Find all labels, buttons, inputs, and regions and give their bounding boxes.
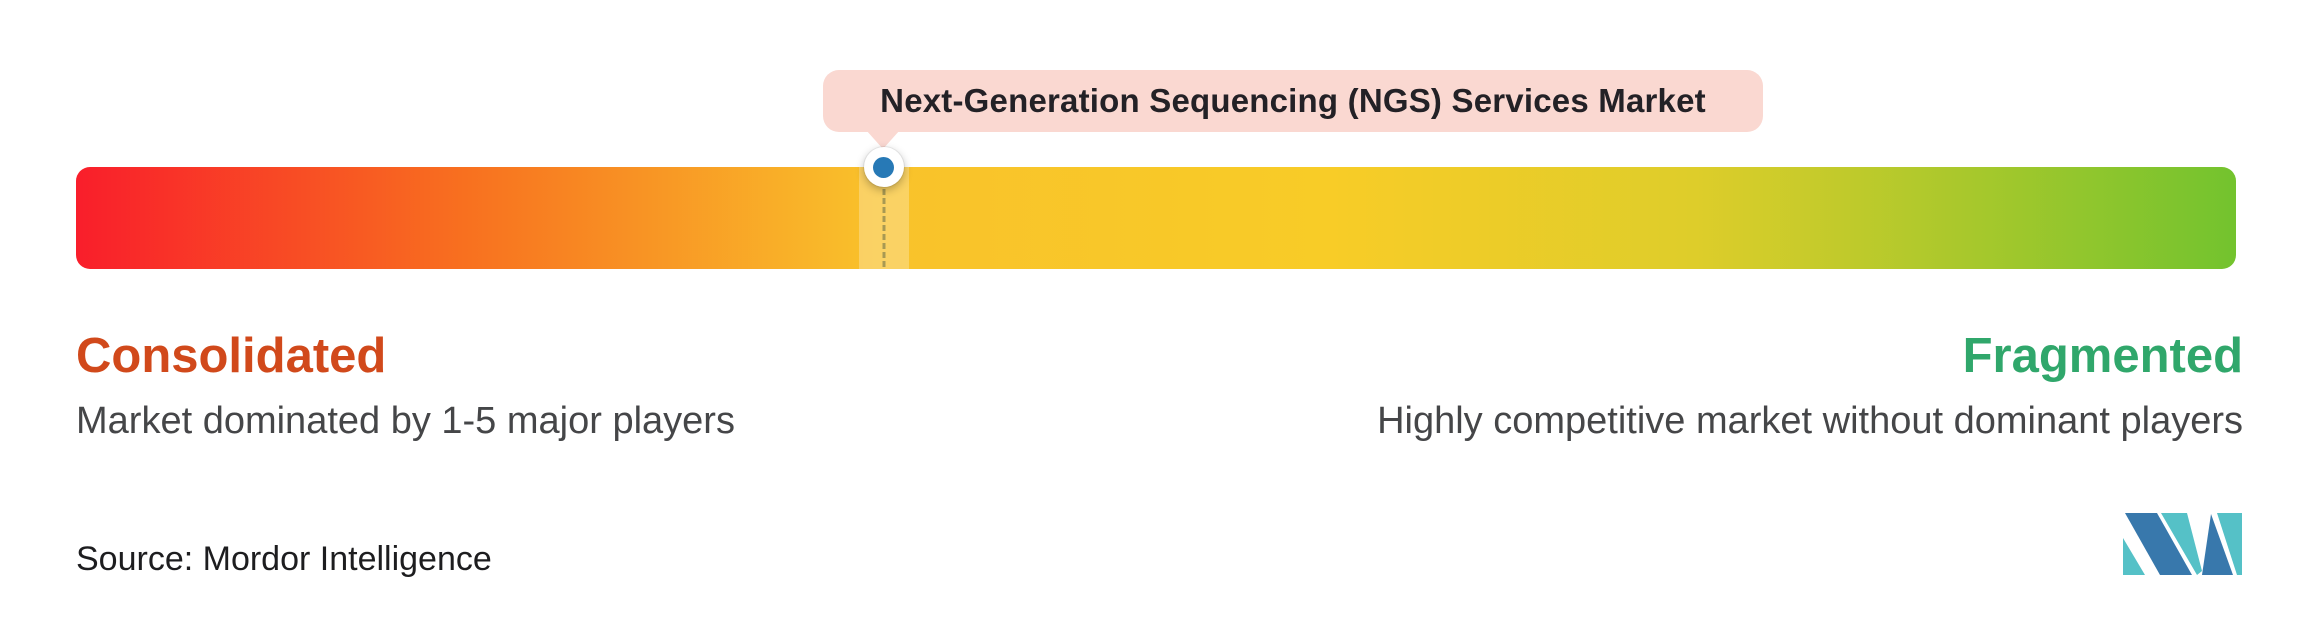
marker-dot-center-icon	[873, 156, 895, 178]
fragmented-label: Fragmented	[1962, 329, 2243, 383]
tooltip-title: Next-Generation Sequencing (NGS) Service…	[880, 82, 1706, 119]
concentration-scale-bar	[76, 147, 2236, 269]
marker-dashed-line	[882, 171, 886, 267]
scale-bar-clip	[76, 167, 2236, 269]
mordor-intelligence-logo-icon	[2123, 513, 2242, 575]
tooltip-pointer-icon	[866, 130, 900, 149]
source-attribution: Source: Mordor Intelligence	[76, 540, 492, 578]
chart-tooltip: Next-Generation Sequencing (NGS) Service…	[823, 70, 1763, 132]
marker-dot[interactable]	[863, 147, 904, 187]
fragmented-description: Highly competitive market without domina…	[1377, 400, 2243, 442]
consolidated-description: Market dominated by 1-5 major players	[76, 400, 735, 442]
consolidated-label: Consolidated	[76, 329, 387, 383]
